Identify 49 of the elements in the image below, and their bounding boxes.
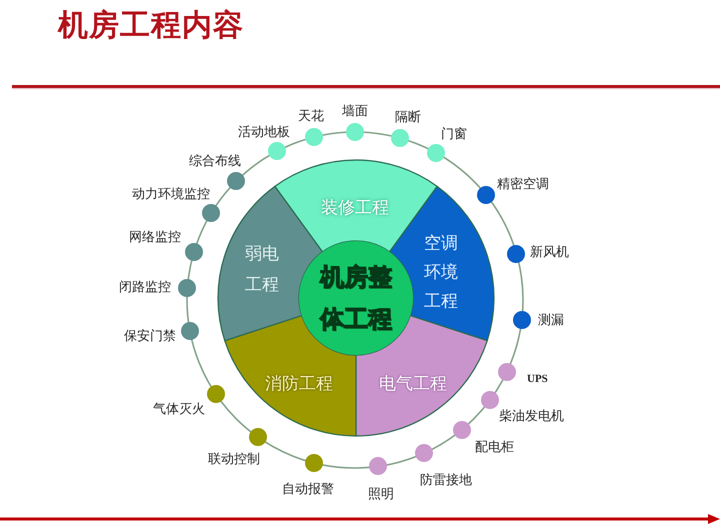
sector-label: 弱电工程 <box>244 243 280 297</box>
category-dot <box>227 172 246 190</box>
item-label: 联动控制 <box>208 452 260 468</box>
item-label: 测漏 <box>538 313 564 329</box>
sector-label: 空调环境工程 <box>424 232 458 314</box>
category-dot <box>477 186 496 204</box>
item-label: 网络监控 <box>129 230 181 246</box>
item-label: 照明 <box>368 487 394 503</box>
item-label: 天花 <box>298 109 324 125</box>
category-dot <box>507 244 526 263</box>
item-label: 防雷接地 <box>420 473 472 489</box>
category-dot <box>452 420 471 439</box>
category-dot <box>178 279 196 298</box>
item-label: 闭路监控 <box>119 280 171 296</box>
category-dot <box>180 322 199 340</box>
category-dot <box>202 204 220 222</box>
category-dot <box>305 128 324 146</box>
sector-label: 电气工程 <box>379 373 447 395</box>
category-dot <box>248 428 267 446</box>
category-dot <box>480 391 499 410</box>
category-dot <box>512 310 531 329</box>
category-dot <box>498 362 516 381</box>
item-label: 保安门禁 <box>124 329 176 345</box>
item-label: UPS <box>527 372 548 387</box>
sector-label: 装修工程 <box>321 197 389 219</box>
category-dot <box>427 144 446 162</box>
item-label: 综合布线 <box>189 154 241 170</box>
item-label: 配电柜 <box>475 440 514 456</box>
category-dot <box>346 123 364 141</box>
sector-label: 消防工程 <box>265 373 333 395</box>
category-dot <box>414 444 433 462</box>
category-dot <box>368 457 387 476</box>
category-dot <box>304 454 322 472</box>
item-label: 自动报警 <box>282 482 334 498</box>
item-label: 新风机 <box>530 245 569 261</box>
item-label: 气体灭火 <box>153 402 205 418</box>
category-dot <box>206 384 225 403</box>
item-label: 墙面 <box>342 104 368 120</box>
category-dot <box>391 129 410 148</box>
item-label: 隔断 <box>395 110 421 126</box>
item-label: 柴油发电机 <box>499 409 564 425</box>
item-label: 活动地板 <box>238 125 290 141</box>
item-label: 门窗 <box>441 127 467 143</box>
item-label: 精密空调 <box>497 177 549 193</box>
category-dot <box>268 142 286 160</box>
page-title: 机房工程内容 <box>58 7 244 45</box>
category-dot <box>184 243 203 262</box>
hub-label: 机房整体工程 <box>319 262 393 335</box>
item-label: 动力环境监控 <box>132 187 210 203</box>
